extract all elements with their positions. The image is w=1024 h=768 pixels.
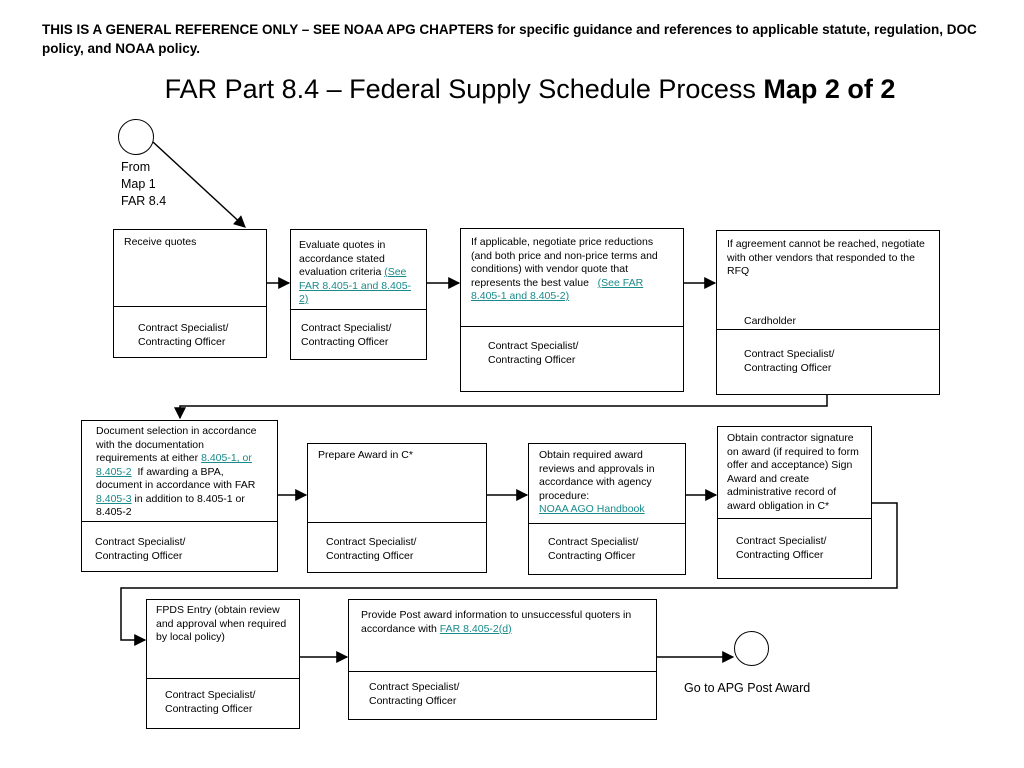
step-description: If agreement cannot be reached, negotiat… <box>717 231 939 330</box>
step-negotiate-price: If applicable, negotiate price reduction… <box>460 228 684 392</box>
role-label: Contract Specialist/Contracting Officer <box>165 689 256 715</box>
step-description: Receive quotes <box>114 230 266 307</box>
step-document-selection: Document selection in accordance with th… <box>81 420 278 572</box>
disclaimer-text: THIS IS A GENERAL REFERENCE ONLY – SEE N… <box>42 22 977 56</box>
noaa-ago-handbook-link[interactable]: NOAA AGO Handbook <box>539 503 645 515</box>
step-description: Provide Post award information to unsucc… <box>349 600 656 672</box>
role-label: Contract Specialist/Contracting Officer <box>744 348 835 374</box>
step-prepare-award: Prepare Award in C* Contract Specialist/… <box>307 443 487 573</box>
role-label: Contract Specialist/Contracting Officer <box>369 681 460 707</box>
step-description: If applicable, negotiate price reduction… <box>461 229 683 327</box>
end-connector-label[interactable]: Go to APG Post Award <box>684 681 811 695</box>
start-connector-label: From Map 1 FAR 8.4 <box>121 160 167 208</box>
step-negotiate-other-vendors: If agreement cannot be reached, negotiat… <box>716 230 940 395</box>
cardholder-role: Cardholder <box>744 315 796 327</box>
arrow-signature-to-fpds <box>120 502 898 646</box>
far-link[interactable]: (See FAR 8.405-1 and 8.405-2) <box>299 266 412 305</box>
role-label: Contract Specialist/Contracting Officer <box>488 340 579 366</box>
far-link[interactable]: (See FAR 8.405-1 and 8.405-2) <box>471 276 644 303</box>
step-description: FPDS Entry (obtain review and approval w… <box>147 600 299 679</box>
role-label: Contract Specialist/Contracting Officer <box>736 535 827 561</box>
role-label: Contract Specialist/Contracting Officer <box>326 536 417 562</box>
step-description: Prepare Award in C* <box>308 444 486 523</box>
step-contractor-signature: Obtain contractor signature on award (if… <box>717 426 872 579</box>
far-link-8405-2d[interactable]: FAR 8.405-2(d) <box>439 622 512 635</box>
role-label: Contract Specialist/Contracting Officer <box>301 322 392 348</box>
arrow-agreement-to-documentation <box>174 394 828 420</box>
step-obtain-approvals: Obtain required award reviews and approv… <box>528 443 686 575</box>
title-main: FAR Part 8.4 – Federal Supply Schedule P… <box>164 74 764 104</box>
step-description: Evaluate quotes in accordance stated eva… <box>291 230 426 310</box>
step-evaluate-quotes: Evaluate quotes in accordance stated eva… <box>290 229 427 360</box>
step-description: Obtain required award reviews and approv… <box>529 444 685 524</box>
step-receive-quotes: Receive quotes Contract Specialist/Contr… <box>113 229 267 358</box>
step-description: Document selection in accordance with th… <box>82 421 277 522</box>
far-link-8405-3[interactable]: 8.405-3 <box>96 492 132 505</box>
end-connector-circle[interactable] <box>734 631 769 666</box>
step-post-award-information: Provide Post award information to unsucc… <box>348 599 657 720</box>
step-description: Obtain contractor signature on award (if… <box>718 427 871 519</box>
arrow-start-to-receive <box>152 141 246 228</box>
role-label: Contract Specialist/Contracting Officer <box>95 536 186 562</box>
role-label: Contract Specialist/Contracting Officer <box>138 322 229 348</box>
role-label: Contract Specialist/Contracting Officer <box>548 536 639 562</box>
start-connector-circle <box>118 119 154 155</box>
title-map-number: Map 2 of 2 <box>763 74 896 104</box>
far-link-8405-1-2[interactable]: 8.405-1, or 8.405-2 <box>96 452 252 478</box>
page-title: FAR Part 8.4 – Federal Supply Schedule P… <box>0 72 1024 106</box>
step-fpds-entry: FPDS Entry (obtain review and approval w… <box>146 599 300 729</box>
